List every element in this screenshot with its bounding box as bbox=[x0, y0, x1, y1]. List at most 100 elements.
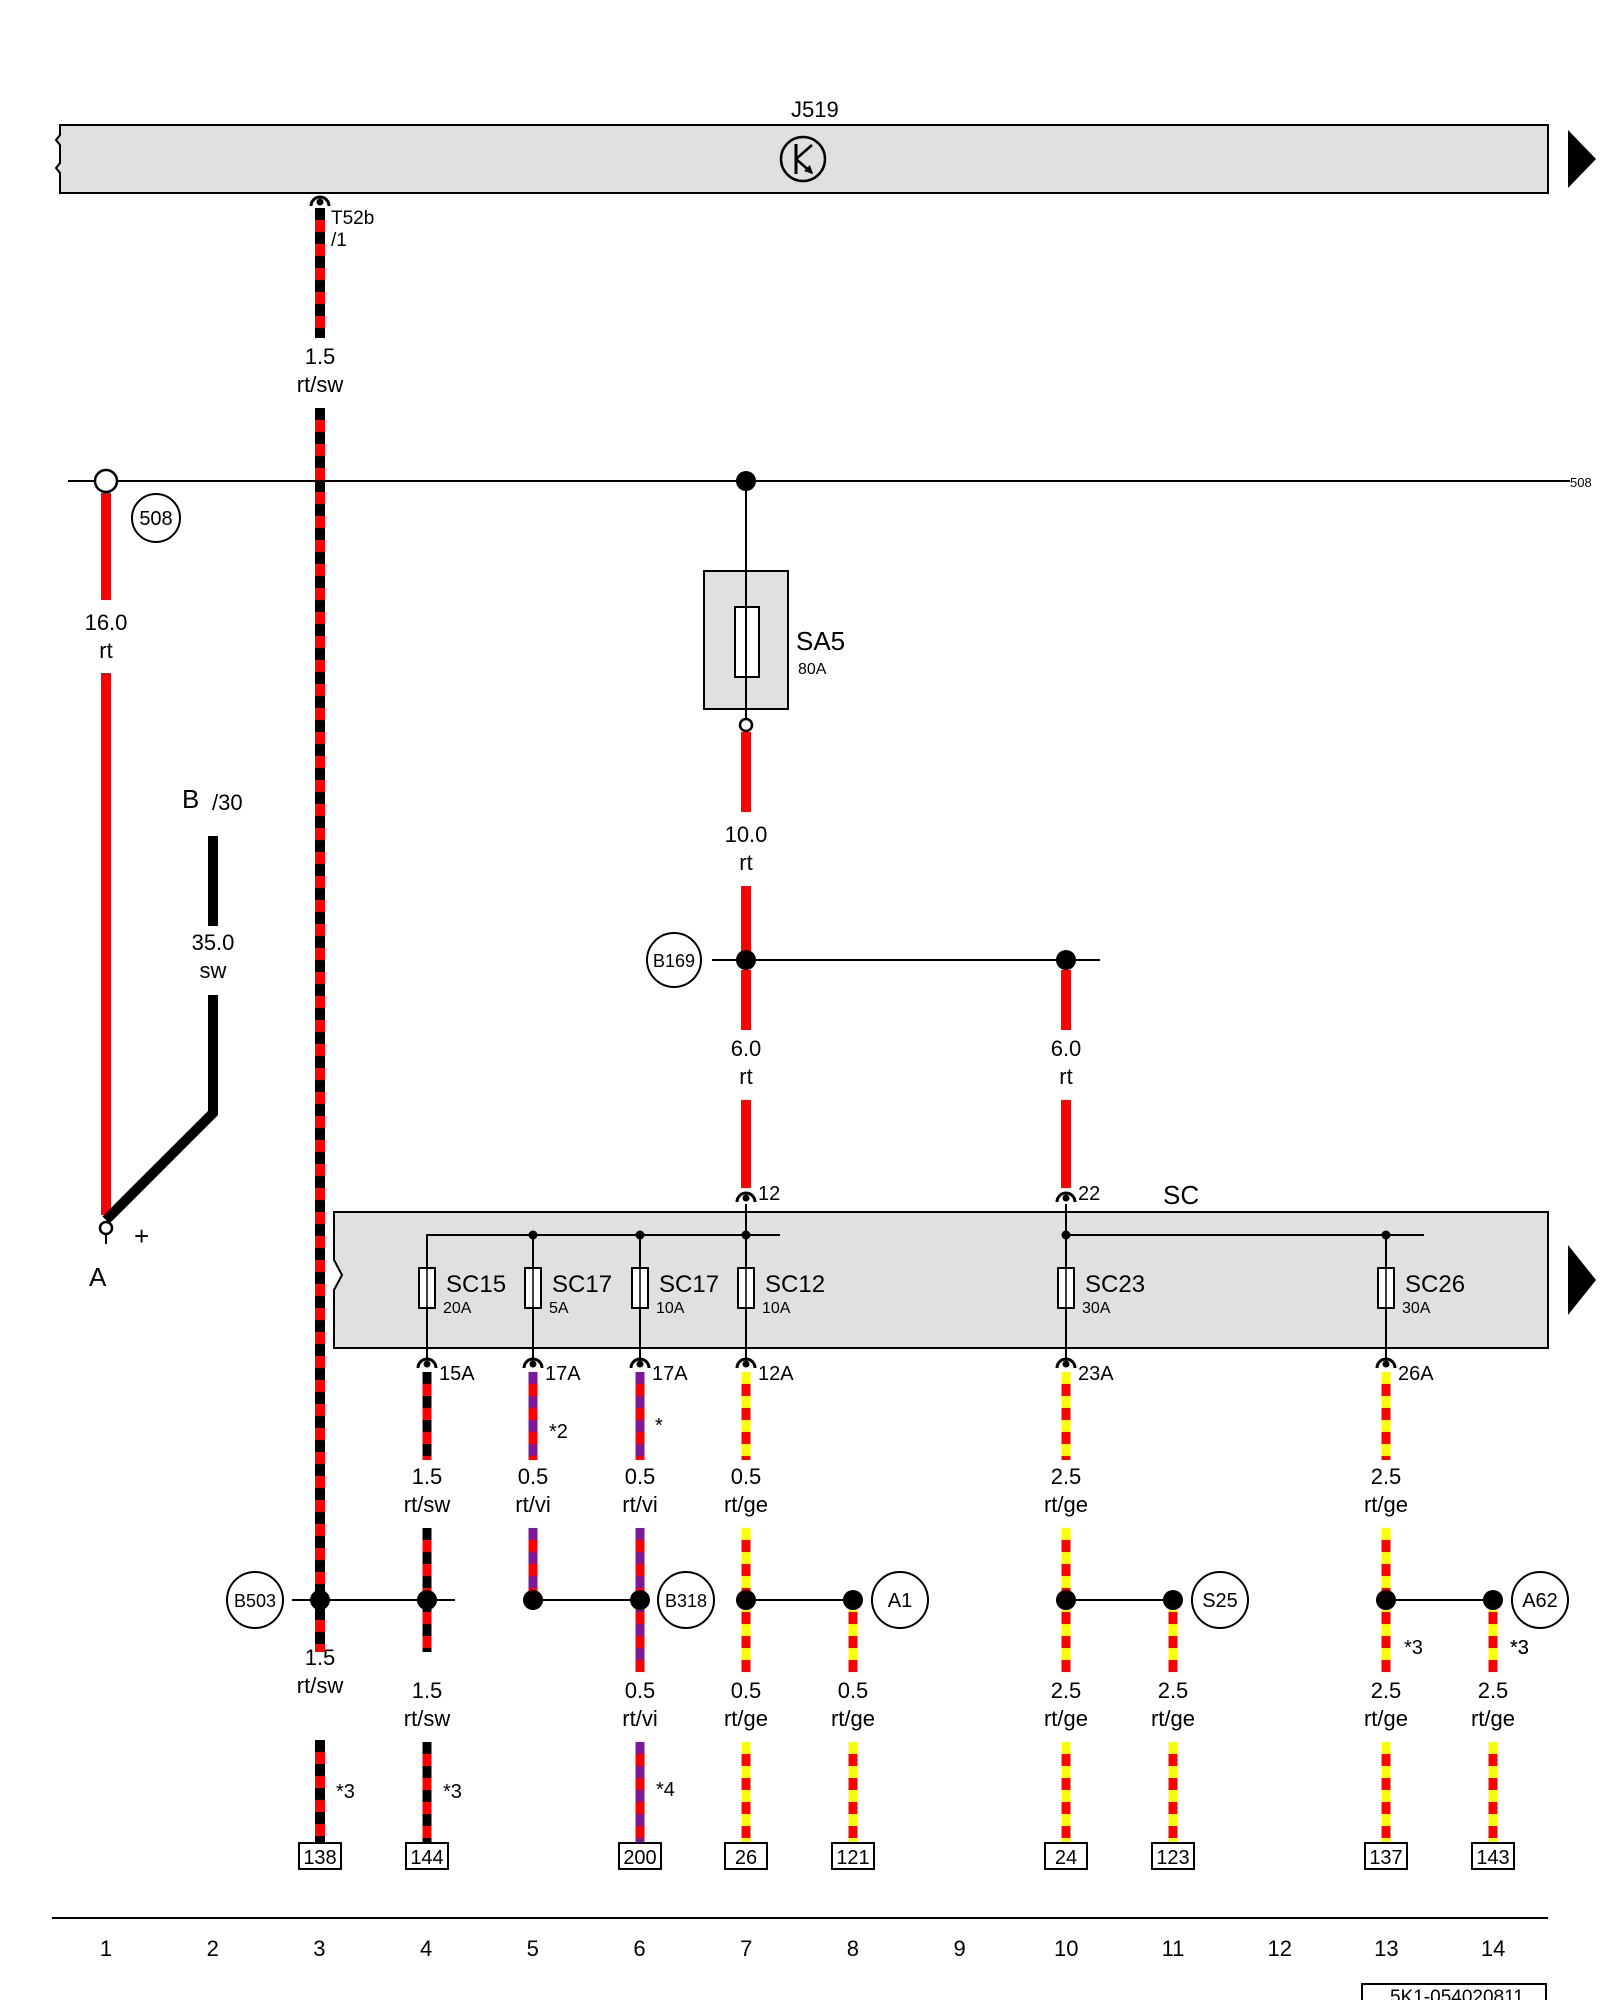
fuse-output-pin-4: 23A bbox=[1078, 1363, 1114, 1385]
column-number-12: 12 bbox=[1267, 1936, 1291, 1961]
label-b318-circle bbox=[657, 1571, 715, 1629]
sc-pin-22-connector bbox=[1055, 1191, 1077, 1203]
footnote-2: *3 bbox=[1404, 1637, 1423, 1659]
wire-16-color: rt bbox=[99, 638, 112, 663]
column-number-6: 6 bbox=[633, 1936, 645, 1961]
j519-label: J519 bbox=[791, 97, 839, 122]
fuse-output-connector-1-pin bbox=[529, 1360, 537, 1368]
wire-sc17a-size: 0.5 bbox=[518, 1464, 549, 1489]
ref-200-box bbox=[618, 1842, 662, 1870]
fuse-rating-4: 30A bbox=[1082, 1300, 1111, 1317]
fuse-rating-3: 10A bbox=[762, 1300, 791, 1317]
wires-layer bbox=[101, 208, 1498, 1842]
rail-508-junction bbox=[736, 471, 756, 491]
wire-6-left-size: 6.0 bbox=[731, 1036, 762, 1061]
ref-137-box bbox=[1364, 1842, 1408, 1870]
wire-sc26-color: rt/ge bbox=[1364, 1492, 1408, 1517]
label-a1-circle bbox=[871, 1571, 929, 1629]
junction-b503-col4 bbox=[417, 1590, 437, 1610]
fuse-name-4: SC23 bbox=[1085, 1271, 1145, 1298]
wire-sc17b-lower-color: rt/vi bbox=[622, 1706, 657, 1731]
sc-bus-junction bbox=[635, 1230, 645, 1240]
column-number-7: 7 bbox=[740, 1936, 752, 1961]
footnote-6: *3 bbox=[1510, 1637, 1529, 1659]
column-number-10: 10 bbox=[1054, 1936, 1078, 1961]
label-a62-circle bbox=[1511, 1571, 1569, 1629]
wire-s25-color: rt/ge bbox=[1151, 1706, 1195, 1731]
ref-200: 200 bbox=[623, 1847, 656, 1869]
junction-a62-col14 bbox=[1483, 1590, 1503, 1610]
junction-b318-col5 bbox=[523, 1590, 543, 1610]
terminal-b-label: B bbox=[182, 784, 199, 814]
ref-123-box bbox=[1151, 1842, 1195, 1870]
wire-sc23-lower-size: 2.5 bbox=[1051, 1678, 1082, 1703]
fuse-name-1: SC17 bbox=[552, 1271, 612, 1298]
footnote-5: *3 bbox=[443, 1781, 462, 1803]
wire-sc15-lower-color: rt/sw bbox=[404, 1706, 451, 1731]
diagram-id: 5K1-054020811 bbox=[1390, 1987, 1524, 2000]
label-b169: B169 bbox=[653, 951, 695, 971]
terminal-a-sign: + bbox=[134, 1221, 149, 1251]
wire-s25-size: 2.5 bbox=[1158, 1678, 1189, 1703]
fuse-name-3: SC12 bbox=[765, 1271, 825, 1298]
junction-b318-col6 bbox=[630, 1590, 650, 1610]
label-a62: A62 bbox=[1522, 1590, 1558, 1612]
wire-t52b-size: 1.5 bbox=[305, 344, 336, 369]
wire-6-right-size: 6.0 bbox=[1051, 1036, 1082, 1061]
column-number-13: 13 bbox=[1374, 1936, 1398, 1961]
ref-143-box bbox=[1471, 1842, 1515, 1870]
wire-sc26-size: 2.5 bbox=[1371, 1464, 1402, 1489]
diagram-id-box: 5K1-054020811 bbox=[1361, 1983, 1547, 2000]
fuse-output-pin-0: 15A bbox=[439, 1363, 475, 1385]
control-unit-icon bbox=[779, 135, 827, 183]
nodes-layer bbox=[93, 195, 1569, 1870]
label-a1: A1 bbox=[888, 1590, 912, 1612]
ref-24-box bbox=[1044, 1842, 1088, 1870]
column-number-5: 5 bbox=[527, 1936, 539, 1961]
column-number-1: 1 bbox=[100, 1936, 112, 1961]
sa5-rating: 80A bbox=[798, 661, 827, 678]
sa5-label: SA5 bbox=[796, 626, 845, 656]
wire-a1-size: 0.5 bbox=[838, 1678, 869, 1703]
ref-138-box bbox=[298, 1842, 342, 1870]
wire-sc12-lower-color: rt/ge bbox=[724, 1706, 768, 1731]
sc-bus-junction bbox=[528, 1230, 538, 1240]
continuation-arrow bbox=[1568, 1245, 1596, 1315]
ref-24: 24 bbox=[1055, 1847, 1077, 1869]
junction-a62-col13 bbox=[1376, 1590, 1396, 1610]
wire-sc12-size: 0.5 bbox=[731, 1464, 762, 1489]
fuse-rating-5: 30A bbox=[1402, 1300, 1431, 1317]
terminal-b-sub: /30 bbox=[212, 790, 243, 815]
fuse-output-connector-0 bbox=[416, 1357, 438, 1369]
terminal-a-label: A bbox=[89, 1262, 107, 1292]
fuse-output-pin-5: 26A bbox=[1398, 1363, 1434, 1385]
labels-layer: 1.5rt/sw1.5rt/sw50816.0rt35.0sw10.0rtB16… bbox=[85, 344, 1558, 1869]
sc-pin-22-connector-pin bbox=[1062, 1194, 1070, 1202]
sc-bus-junction bbox=[1381, 1230, 1391, 1240]
junction-a1-col8 bbox=[843, 1590, 863, 1610]
wire-col3-lower-size: 1.5 bbox=[305, 1645, 336, 1670]
fuse-output-connector-4-pin bbox=[1062, 1360, 1070, 1368]
wire-sc17a-color: rt/vi bbox=[515, 1492, 550, 1517]
wire-sc23-lower-color: rt/ge bbox=[1044, 1706, 1088, 1731]
ref-26: 26 bbox=[735, 1847, 757, 1869]
column-number-14: 14 bbox=[1481, 1936, 1505, 1961]
footnote-3: *3 bbox=[1510, 1637, 1529, 1659]
junction-b169-right bbox=[1056, 950, 1076, 970]
t52b-pin: /1 bbox=[331, 230, 347, 251]
footnote-0: *2 bbox=[549, 1421, 568, 1443]
wire-sc17b-color: rt/vi bbox=[622, 1492, 657, 1517]
wire-sc23-color: rt/ge bbox=[1044, 1492, 1088, 1517]
wire-sc23-size: 2.5 bbox=[1051, 1464, 1082, 1489]
ref-121: 121 bbox=[836, 1847, 869, 1869]
junction-s25-col11 bbox=[1163, 1590, 1183, 1610]
label-508: 508 bbox=[139, 508, 172, 530]
wire-sc15-lower-size: 1.5 bbox=[412, 1678, 443, 1703]
sc-pin-12: 12 bbox=[758, 1183, 780, 1205]
t52b-label: T52b bbox=[331, 208, 374, 229]
sc-pin-12-connector-pin bbox=[742, 1194, 750, 1202]
ref-144-box bbox=[405, 1842, 449, 1870]
fuse-name-5: SC26 bbox=[1405, 1271, 1465, 1298]
sc-pin-12-connector bbox=[735, 1191, 757, 1203]
